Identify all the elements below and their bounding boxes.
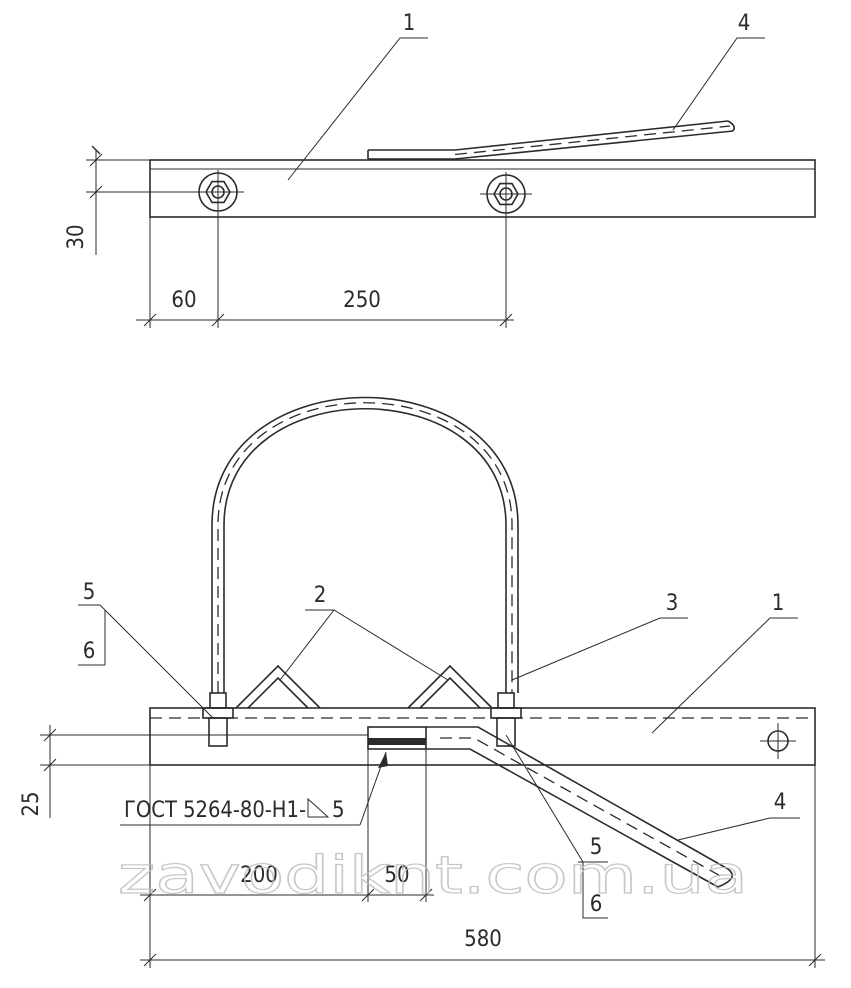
callout-1-top: 1 [403,11,416,36]
bottom-bar-plate [149,707,816,766]
dim-580: 580 [464,927,502,952]
callout-4-top: 4 [738,11,751,36]
callout-5-left: 5 [83,580,96,605]
callout-6-right: 6 [590,892,603,917]
dim-30: 30 [64,224,89,249]
callout-3: 3 [666,591,679,616]
top-bar-plate [149,159,816,218]
bottom-view: 25 ГОСТ 5264-80-Н1- 5 200 50 580 5 6 [19,396,825,968]
weld-note: ГОСТ 5264-80-Н1- [124,798,306,823]
bottom-conductor [367,726,734,888]
weld-triangle-icon [307,797,330,818]
dim-250: 250 [343,288,381,313]
u-bolt [202,396,522,747]
saddle-left [235,664,321,709]
saddle-right [407,664,493,709]
callout-6-left: 6 [83,639,96,664]
callout-2: 2 [314,583,327,608]
weld-leg: 5 [332,798,345,823]
top-view: 30 60 250 1 4 [64,11,816,328]
callout-5-right: 5 [590,835,603,860]
dim-200: 200 [240,863,278,888]
dim-50: 50 [384,863,409,888]
watermark: zavodiknt.com.ua [118,846,748,906]
hole-mark-icon [760,723,796,759]
dim-60: 60 [171,288,196,313]
top-conductor [367,120,735,160]
dim-25: 25 [19,791,44,816]
callout-1-bottom: 1 [772,591,785,616]
callout-4-bottom: 4 [774,790,787,815]
top-bolt-right [480,172,532,216]
